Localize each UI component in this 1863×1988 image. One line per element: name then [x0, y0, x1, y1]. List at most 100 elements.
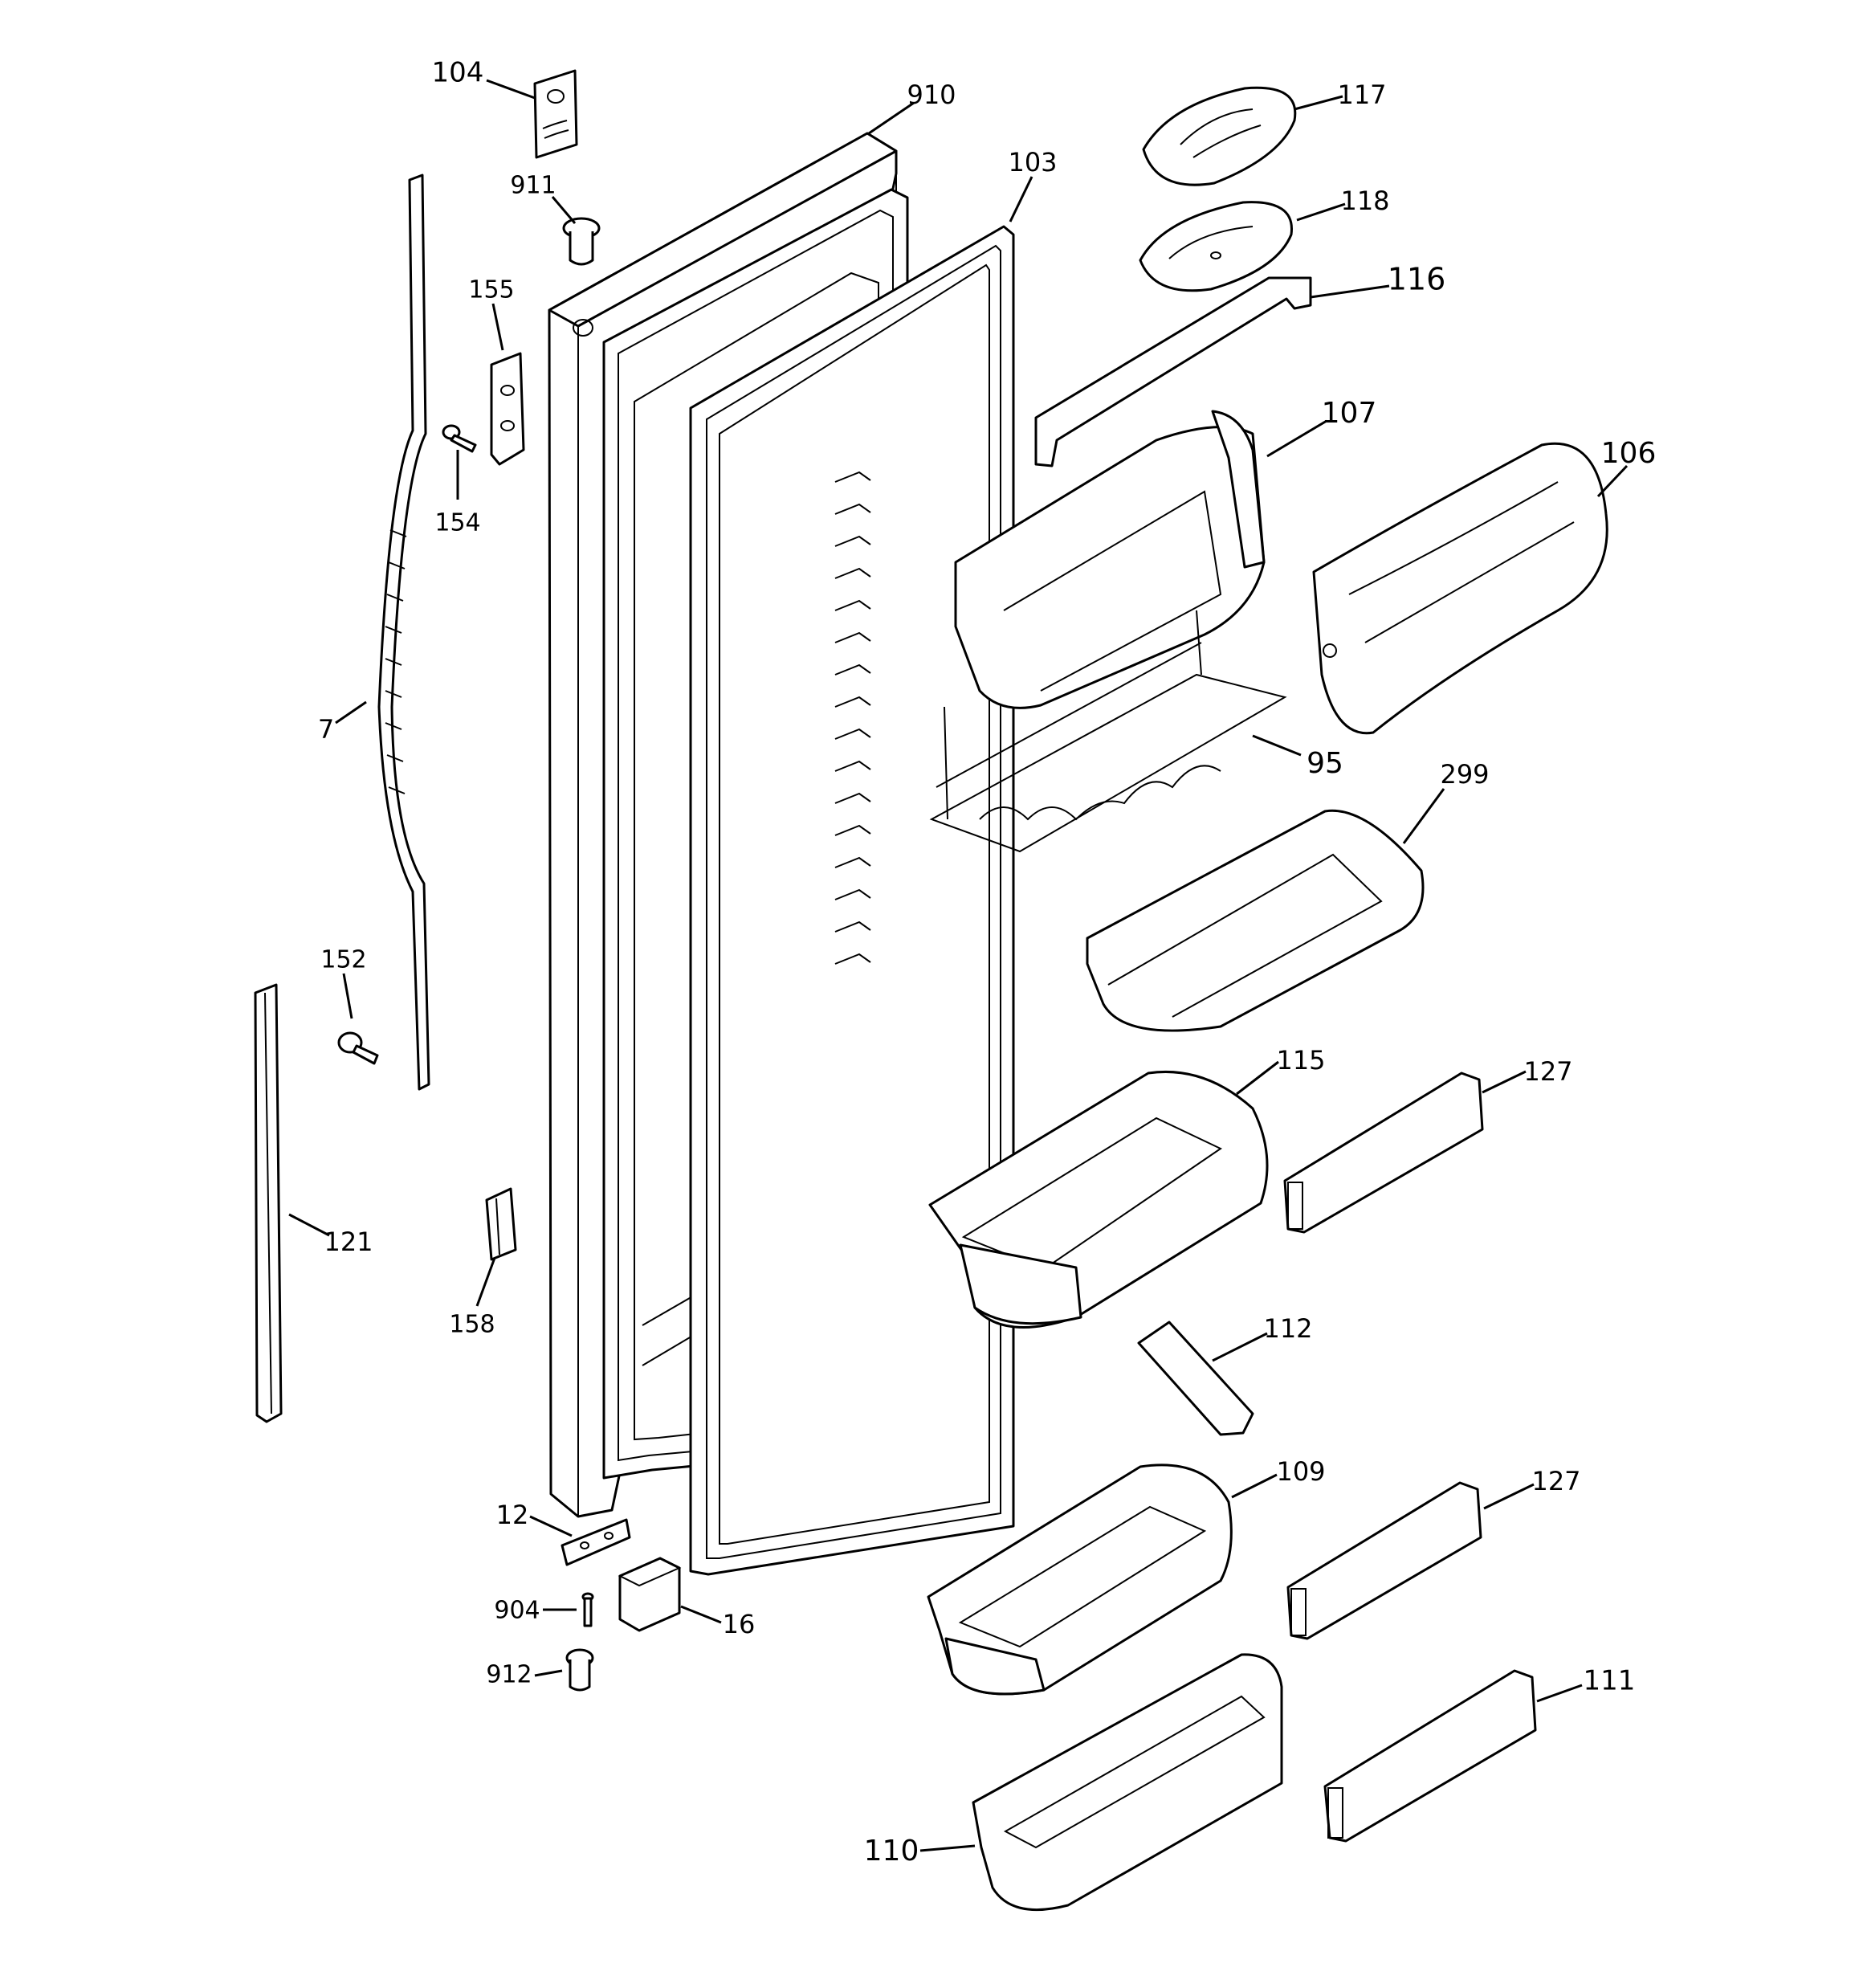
part-117-cover [1142, 86, 1297, 186]
callout-labels: 104 910 911 103 117 118 116 155 154 107 106 7 95 299 1… [288, 57, 1657, 1868]
leader-line-c127a [1482, 1070, 1527, 1094]
callout-c103: 103 [1008, 147, 1058, 222]
callout-label-c115: 115 [1276, 1045, 1325, 1076]
callout-c109: 109 [1231, 1456, 1326, 1499]
leader-line-c95 [1252, 734, 1302, 757]
leader-line-c109 [1231, 1473, 1278, 1499]
callout-c95: 95 [1252, 734, 1343, 780]
callout-label-c127b: 127 [1531, 1466, 1580, 1496]
part-104-badge [533, 69, 578, 159]
leader-line-c127b [1483, 1483, 1535, 1510]
callout-c110: 110 [864, 1835, 976, 1868]
leader-line-c12 [529, 1515, 573, 1537]
callout-label-c152: 152 [320, 946, 366, 974]
leader-line-c117 [1294, 95, 1343, 111]
leader-line-c115 [1236, 1060, 1279, 1096]
leader-line-c110 [919, 1844, 976, 1852]
leader-line-c912 [534, 1669, 563, 1677]
part-912-bushing [565, 1648, 594, 1692]
leader-line-c111 [1536, 1684, 1583, 1703]
leader-line-c152 [342, 973, 353, 1019]
leader-line-c155 [491, 303, 504, 351]
part-299-shelf [1086, 809, 1425, 1032]
leader-line-c118 [1296, 202, 1346, 222]
leader-line-c106 [1596, 464, 1629, 498]
callout-label-c127a: 127 [1523, 1056, 1572, 1087]
part-95-wire-rack [929, 610, 1287, 853]
leader-line-c16 [680, 1605, 722, 1624]
part-904-pin [581, 1592, 594, 1627]
part-116-bar [1034, 276, 1312, 467]
part-109-bin [927, 1463, 1233, 1696]
callout-label-c912: 912 [486, 1661, 532, 1689]
callout-label-c299: 299 [1440, 759, 1489, 790]
part-107-bin [954, 410, 1266, 709]
callout-c158: 158 [449, 1257, 496, 1339]
part-7-handle [377, 173, 430, 1091]
callout-c111: 111 [1536, 1665, 1636, 1703]
part-115-bin [928, 1070, 1269, 1329]
callout-c116: 116 [1310, 262, 1446, 299]
callout-c154: 154 [434, 450, 481, 537]
callout-label-c103: 103 [1008, 147, 1057, 178]
part-111-retainer [1323, 1669, 1537, 1843]
part-152-screw [337, 1031, 379, 1065]
callout-c904: 904 [494, 1597, 577, 1625]
part-112-divider [1137, 1321, 1254, 1436]
part-911-bushing [562, 217, 601, 266]
part-110-bin [972, 1653, 1283, 1912]
part-118-tray [1139, 201, 1293, 292]
callout-label-c7: 7 [318, 714, 334, 745]
leader-line-c910 [868, 101, 915, 135]
callout-label-c109: 109 [1276, 1456, 1325, 1487]
callout-label-c106: 106 [1601, 437, 1657, 470]
leader-line-c911 [551, 196, 577, 224]
callout-c106: 106 [1596, 437, 1657, 498]
callout-c152: 152 [320, 946, 367, 1019]
callout-label-c904: 904 [494, 1597, 540, 1625]
callout-label-c111: 111 [1584, 1665, 1636, 1697]
callout-label-c12: 12 [496, 1500, 529, 1530]
callout-label-c107: 107 [1322, 397, 1377, 430]
callout-c7: 7 [318, 700, 367, 745]
part-158-stop [485, 1187, 517, 1261]
callout-label-c16: 16 [723, 1609, 756, 1639]
callout-c16: 16 [680, 1605, 756, 1639]
callout-c107: 107 [1266, 397, 1377, 458]
leader-line-c7 [335, 700, 367, 725]
callout-c118: 118 [1296, 186, 1390, 222]
leader-line-c112 [1212, 1332, 1268, 1362]
callout-label-c911: 911 [510, 172, 556, 200]
leader-line-c116 [1310, 284, 1390, 299]
callout-label-c155: 155 [468, 276, 514, 304]
part-103-gasket [689, 225, 1015, 1576]
callout-c115: 115 [1236, 1045, 1326, 1096]
part-155-bracket [490, 352, 525, 466]
callout-c299: 299 [1402, 759, 1490, 844]
callout-c121: 121 [288, 1213, 373, 1257]
callout-label-c95: 95 [1307, 747, 1343, 780]
callout-c910: 910 [868, 80, 956, 135]
door-rail-clips [834, 471, 871, 965]
leader-line-c103 [1009, 176, 1033, 222]
callout-c127a: 127 [1482, 1056, 1573, 1094]
part-12-hinge-plate [561, 1518, 631, 1566]
callout-label-c117: 117 [1337, 80, 1386, 110]
callout-label-c910: 910 [907, 80, 956, 110]
part-121-trim [254, 983, 283, 1423]
callout-c104: 104 [432, 57, 536, 100]
callout-c112: 112 [1212, 1313, 1313, 1362]
callout-label-c118: 118 [1340, 186, 1389, 216]
part-127a-retainer [1283, 1072, 1484, 1234]
callout-label-c110: 110 [864, 1835, 919, 1868]
part-16-hinge-block [618, 1557, 682, 1632]
callout-c127b: 127 [1483, 1466, 1581, 1510]
part-127b-retainer [1286, 1481, 1482, 1640]
part-154-screw [442, 424, 477, 453]
part-106-cover [1312, 442, 1608, 735]
callout-c12: 12 [496, 1500, 573, 1537]
leader-line-c107 [1266, 419, 1327, 458]
leader-line-c299 [1402, 788, 1445, 844]
callout-label-c116: 116 [1388, 262, 1446, 297]
